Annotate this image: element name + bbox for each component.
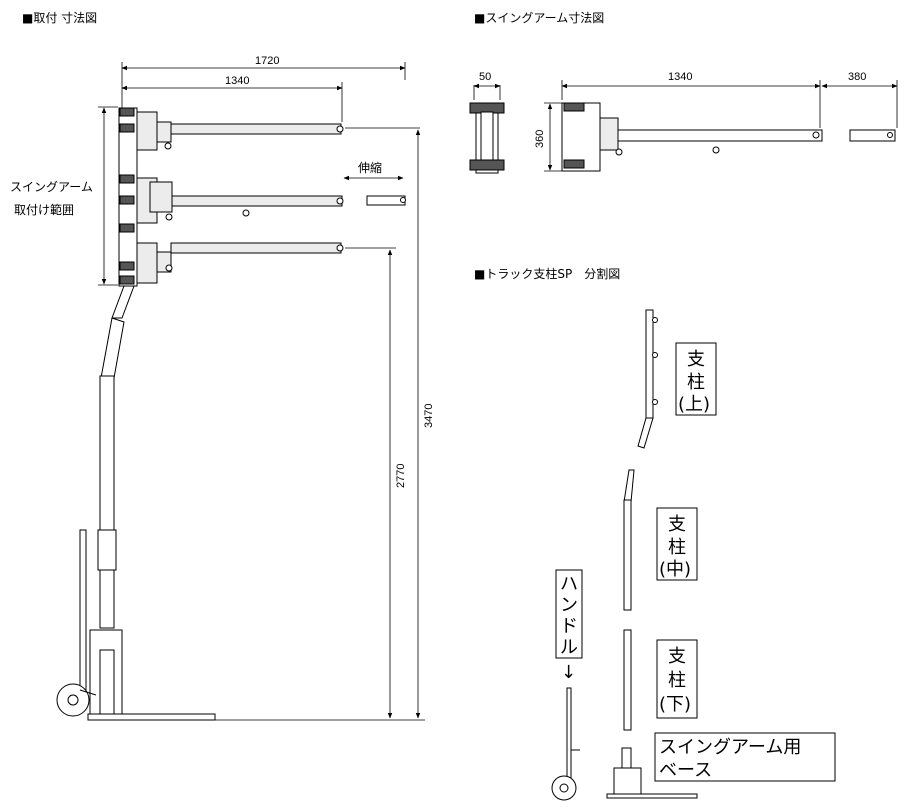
swing-base-drawing (606, 747, 698, 799)
dim-1720: 1720 (121, 55, 406, 110)
lower-label-3: (下) (659, 694, 691, 715)
pillar-lower (623, 629, 632, 731)
middle-label-1: 支 (668, 514, 686, 535)
pillar-middle (623, 469, 635, 611)
dim-380-label: 380 (848, 71, 866, 83)
upper-label-3: (上) (678, 394, 710, 415)
swing-end-view (469, 102, 505, 174)
handle-arrow: ↓ (561, 662, 576, 683)
arm-middle: 伸縮 (136, 160, 406, 224)
lower-label-2: 柱 (668, 670, 686, 691)
base-label-1: スイングアーム用 (659, 737, 801, 758)
swing-range-label-1: スイングアーム (10, 180, 93, 194)
pillar-upper (637, 309, 658, 449)
parts-section-title: ■トラック支柱SP 分割図 (474, 266, 620, 281)
handle-label-3: ド (560, 616, 578, 637)
stretch-label: 伸縮 (358, 160, 382, 175)
handle-drawing (551, 687, 580, 801)
handle-label-2: ン (560, 595, 578, 616)
handle-label-4: ル (560, 637, 578, 658)
swing-range-dim: スイングアーム 取付け範囲 (10, 106, 118, 286)
dim-2770: 2770 (387, 249, 407, 719)
base-label-2: ベース (659, 760, 712, 781)
dim-3470: 3470 (415, 129, 435, 719)
lower-label-1: 支 (668, 646, 686, 667)
dim-1720-label: 1720 (255, 55, 279, 67)
middle-label-2: 柱 (668, 537, 686, 558)
dim-1340-swing-label: 1340 (668, 71, 692, 83)
plate-bolts (119, 107, 135, 285)
dim-360-label: 360 (534, 130, 546, 148)
dim-2770-label: 2770 (395, 464, 407, 488)
mount-drawing: 1720 1340 スイングアーム 取付け範囲 (10, 55, 435, 721)
swing-side-view (561, 102, 896, 172)
upper-label-1: 支 (687, 349, 705, 370)
arm-upper (136, 111, 344, 151)
swing-range-label-2: 取付け範囲 (14, 202, 74, 217)
mount-section-title: ■取付 寸法図 (22, 11, 97, 25)
dim-1340-mount-label: 1340 (225, 75, 249, 87)
dim-50-label: 50 (479, 71, 491, 83)
swing-section-title: ■スイングアーム寸法図 (474, 11, 604, 25)
swing-drawing: 50 360 1340 380 (469, 71, 898, 174)
upper-label-2: 柱 (687, 372, 705, 393)
mast (56, 285, 216, 721)
dim-3470-label: 3470 (423, 404, 435, 428)
parts-drawing: 支 柱 (上) 支 柱 (中) 支 柱 (下) ハ ン ド ル ↓ (551, 309, 836, 801)
dim-1340-mount: 1340 (121, 75, 343, 122)
middle-label-3: (中) (659, 559, 691, 580)
arm-lower (136, 242, 344, 284)
handle-label-1: ハ (560, 574, 578, 595)
